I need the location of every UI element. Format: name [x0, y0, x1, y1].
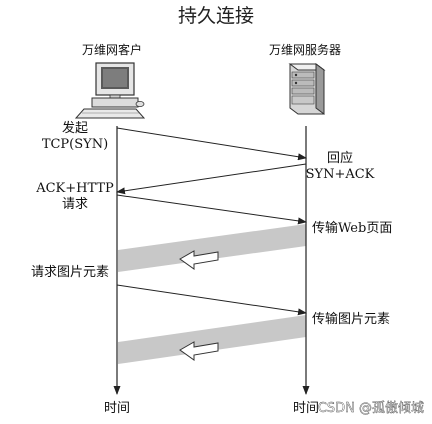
syn-arrow	[116, 127, 307, 161]
image-transfer-label: 传输图片元素	[312, 311, 390, 327]
page-title: 持久连接	[178, 5, 254, 27]
web-transfer-label: 传输Web页面	[312, 220, 392, 236]
ack-http-label-line2: 请求	[62, 197, 88, 212]
band-arrow-icon-2	[179, 341, 219, 361]
synack-label-line1: 回应	[327, 150, 353, 166]
client-label: 万维网客户	[82, 42, 142, 57]
time-label-left: 时间	[104, 401, 130, 416]
ack-http-arrow	[116, 194, 307, 225]
image-request-arrow	[116, 284, 307, 316]
image-request-label: 请求图片元素	[31, 265, 109, 280]
synack-label-line2: SYN+ACK	[306, 167, 375, 182]
band-arrow-icon-1	[179, 250, 219, 270]
image-transfer-band	[118, 315, 306, 364]
watermark: CSDN @孤傲倾城	[318, 401, 424, 416]
time-label-right: 时间	[293, 401, 319, 416]
web-page-transfer-band	[118, 224, 306, 272]
syn-label-line2: TCP(SYN)	[42, 137, 108, 152]
server-label: 万维网服务器	[269, 42, 341, 57]
syn-label-line1: 发起	[62, 120, 88, 136]
server-icon: 万维网服务器	[269, 42, 341, 115]
client-computer-icon: 万维网客户	[74, 42, 146, 119]
ack-http-label-line1: ACK+HTTP	[35, 181, 114, 196]
synack-arrow	[116, 163, 307, 195]
